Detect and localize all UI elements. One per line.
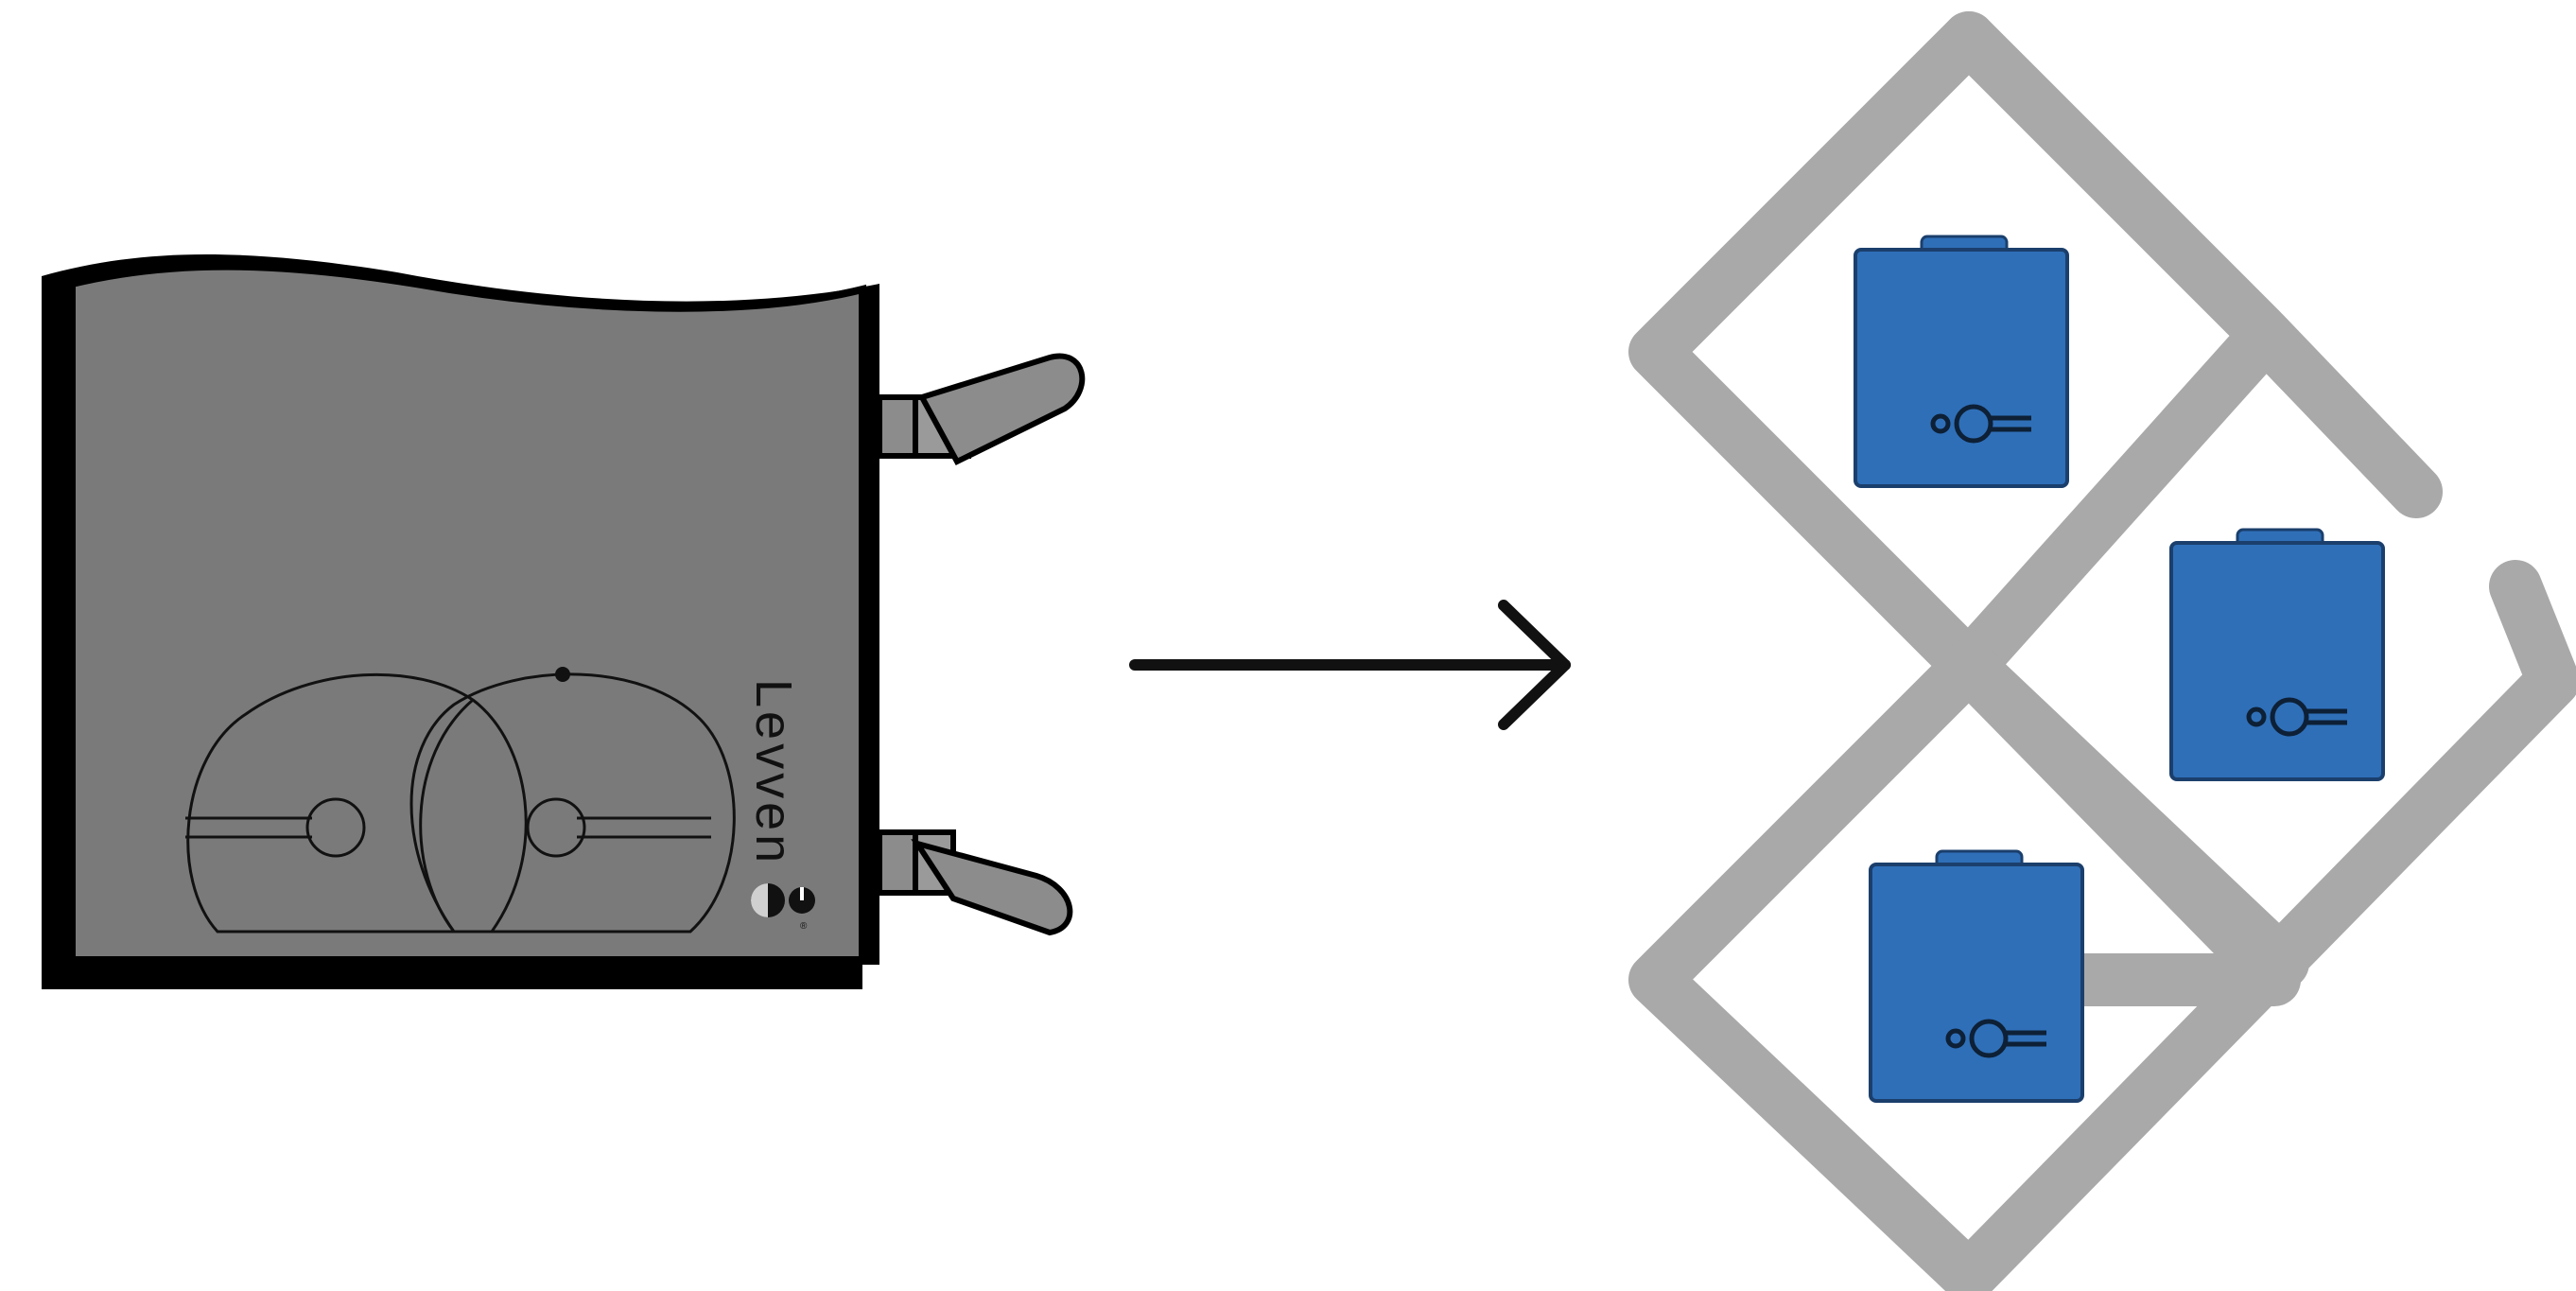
right-dial-outline bbox=[409, 672, 736, 933]
device-top-symbol bbox=[1930, 404, 2031, 444]
device-middle bbox=[2169, 528, 2385, 781]
right-knob bbox=[526, 797, 586, 858]
brand-logo-icon bbox=[751, 883, 815, 917]
brand-label-group: Levven bbox=[745, 679, 802, 866]
device-bottom-symbol bbox=[1945, 1019, 2046, 1058]
device-bottom bbox=[1869, 849, 2084, 1103]
dial-indicator-dot bbox=[555, 667, 570, 682]
dial-group bbox=[185, 672, 736, 933]
direction-arrow bbox=[1129, 600, 1571, 730]
lower-handle bbox=[877, 829, 1073, 936]
device-top bbox=[1854, 235, 2069, 488]
dial-overlap-line bbox=[419, 698, 474, 933]
brand-name: Levven bbox=[745, 679, 802, 866]
lattice-frame bbox=[1628, 11, 2576, 1291]
left-knob bbox=[305, 797, 366, 858]
wall-panel bbox=[42, 253, 879, 989]
registered-mark: ® bbox=[800, 921, 808, 932]
device-middle-symbol bbox=[2246, 697, 2347, 737]
left-dial-outline bbox=[186, 672, 528, 933]
upper-handle bbox=[877, 353, 1086, 465]
panel-face bbox=[68, 262, 866, 964]
